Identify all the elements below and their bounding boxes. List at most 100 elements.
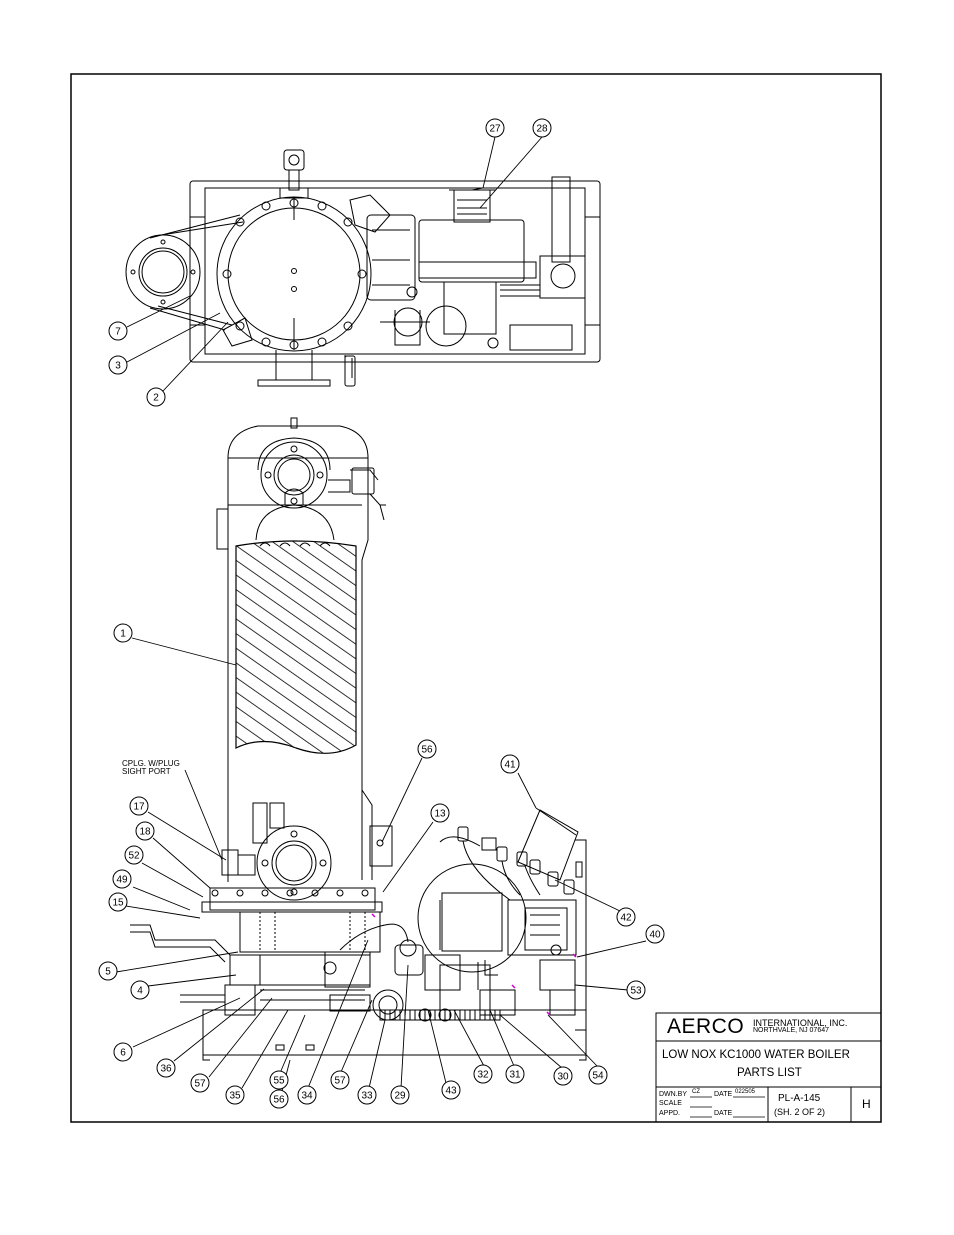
callout-number: 29 [394, 1091, 406, 1102]
callout-number: 27 [489, 124, 501, 135]
callout-bubble [269, 1070, 289, 1090]
callout-bubble [330, 1070, 350, 1090]
callout-c33: 33 [357, 1085, 377, 1105]
callout-c57b: 57 [330, 1070, 350, 1090]
callout-bubble [108, 355, 128, 375]
callout-number: 36 [160, 1064, 172, 1075]
callout-c54: 54 [588, 1065, 608, 1085]
callout-bubble [485, 118, 505, 138]
callout-bubble [430, 803, 450, 823]
callout-bubble [130, 980, 150, 1000]
sight-port-note-line1: CPLG. W/PLUG [122, 759, 180, 768]
callout-number: 28 [536, 124, 548, 135]
callout-c29: 29 [390, 1085, 410, 1105]
heat-exchanger-coil [235, 540, 357, 754]
callout-c4: 4 [130, 980, 150, 1000]
callout-bubble [108, 892, 128, 912]
callout-number: 40 [649, 930, 661, 941]
callout-bubble [500, 754, 520, 774]
callout-bubble [297, 1085, 317, 1105]
drawing-title: LOW NOX KC1000 WATER BOILER [662, 1049, 850, 1061]
callout-bubble [113, 623, 133, 643]
callout-c34: 34 [297, 1085, 317, 1105]
callout-c56b: 56 [269, 1089, 289, 1109]
callout-number: 6 [120, 1048, 126, 1059]
callout-c42: 42 [616, 907, 636, 927]
callout-c35: 35 [225, 1085, 245, 1105]
callout-c15: 15 [108, 892, 128, 912]
callout-bubble [225, 1085, 245, 1105]
callout-number: 3 [115, 361, 121, 372]
callout-bubble [473, 1064, 493, 1084]
callout-bubble [124, 845, 144, 865]
callout-c49: 49 [112, 869, 132, 889]
callout-number: 35 [229, 1091, 241, 1102]
callout-c28: 28 [532, 118, 552, 138]
callout-c17: 17 [129, 796, 149, 816]
callout-bubble [441, 1080, 461, 1100]
callout-number: 33 [361, 1091, 373, 1102]
callout-c5: 5 [98, 961, 118, 981]
callout-number: 32 [477, 1070, 489, 1081]
callout-bubble [532, 118, 552, 138]
callout-c7: 7 [108, 321, 128, 341]
callout-c13: 13 [430, 803, 450, 823]
callout-c30: 30 [553, 1066, 573, 1086]
callout-number: 18 [139, 827, 151, 838]
callout-bubble [129, 796, 149, 816]
callout-c36: 36 [156, 1058, 176, 1078]
callout-bubble [588, 1065, 608, 1085]
drawn-by-value: CZ [692, 1089, 700, 1095]
callout-number: 34 [301, 1091, 313, 1102]
callout-number: 1 [120, 629, 126, 640]
callout-bubble [112, 869, 132, 889]
callout-bubble [553, 1066, 573, 1086]
callout-number: 7 [115, 327, 121, 338]
callout-number: 52 [128, 851, 140, 862]
date-value: 022505 [735, 1089, 756, 1095]
leader-lines [115, 136, 647, 1092]
callout-number: 56 [273, 1095, 285, 1106]
callout-number: 15 [112, 898, 124, 909]
callout-bubble [98, 961, 118, 981]
callout-bubble [190, 1073, 210, 1093]
callout-c55: 55 [269, 1070, 289, 1090]
callout-c56a: 56 [417, 739, 437, 759]
callout-c57a: 57 [190, 1073, 210, 1093]
company-logo: AERCO [667, 1015, 745, 1038]
callout-c43: 43 [441, 1080, 461, 1100]
callout-bubble [357, 1085, 377, 1105]
callout-number: 41 [504, 760, 516, 771]
callout-bubble [113, 1042, 133, 1062]
callout-number: 13 [434, 809, 446, 820]
drawn-by-label: DWN.BY [659, 1091, 687, 1098]
company-address: NORTHVALE, NJ 07647 [753, 1027, 829, 1034]
callout-bubble [505, 1064, 525, 1084]
approved-label: APPD. [659, 1110, 681, 1117]
callout-bubble [390, 1085, 410, 1105]
callout-number: 42 [620, 913, 632, 924]
sight-port-note-line2: SIGHT PORT [122, 767, 171, 776]
date-label-2: DATE [714, 1110, 733, 1117]
date-label: DATE [714, 1091, 733, 1098]
drawing-number: PL-A-145 [778, 1093, 821, 1104]
callout-c31: 31 [505, 1064, 525, 1084]
callout-bubble [616, 907, 636, 927]
callout-c27: 27 [485, 118, 505, 138]
magenta-marks [371, 913, 577, 1016]
scale-label: SCALE [659, 1100, 682, 1107]
callout-c3: 3 [108, 355, 128, 375]
callout-bubble [645, 924, 665, 944]
shell-top [216, 196, 372, 352]
callout-number: 17 [133, 802, 145, 813]
callout-bubble [135, 821, 155, 841]
callout-bubble [108, 321, 128, 341]
callout-number: 4 [137, 986, 143, 997]
sheet-number: (SH. 2 OF 2) [774, 1107, 826, 1117]
drawing-border [70, 73, 882, 1123]
callout-number: 56 [421, 745, 433, 756]
callout-c2: 2 [146, 387, 166, 407]
callout-number: 55 [273, 1076, 285, 1087]
exhaust-flange-top [125, 234, 201, 310]
